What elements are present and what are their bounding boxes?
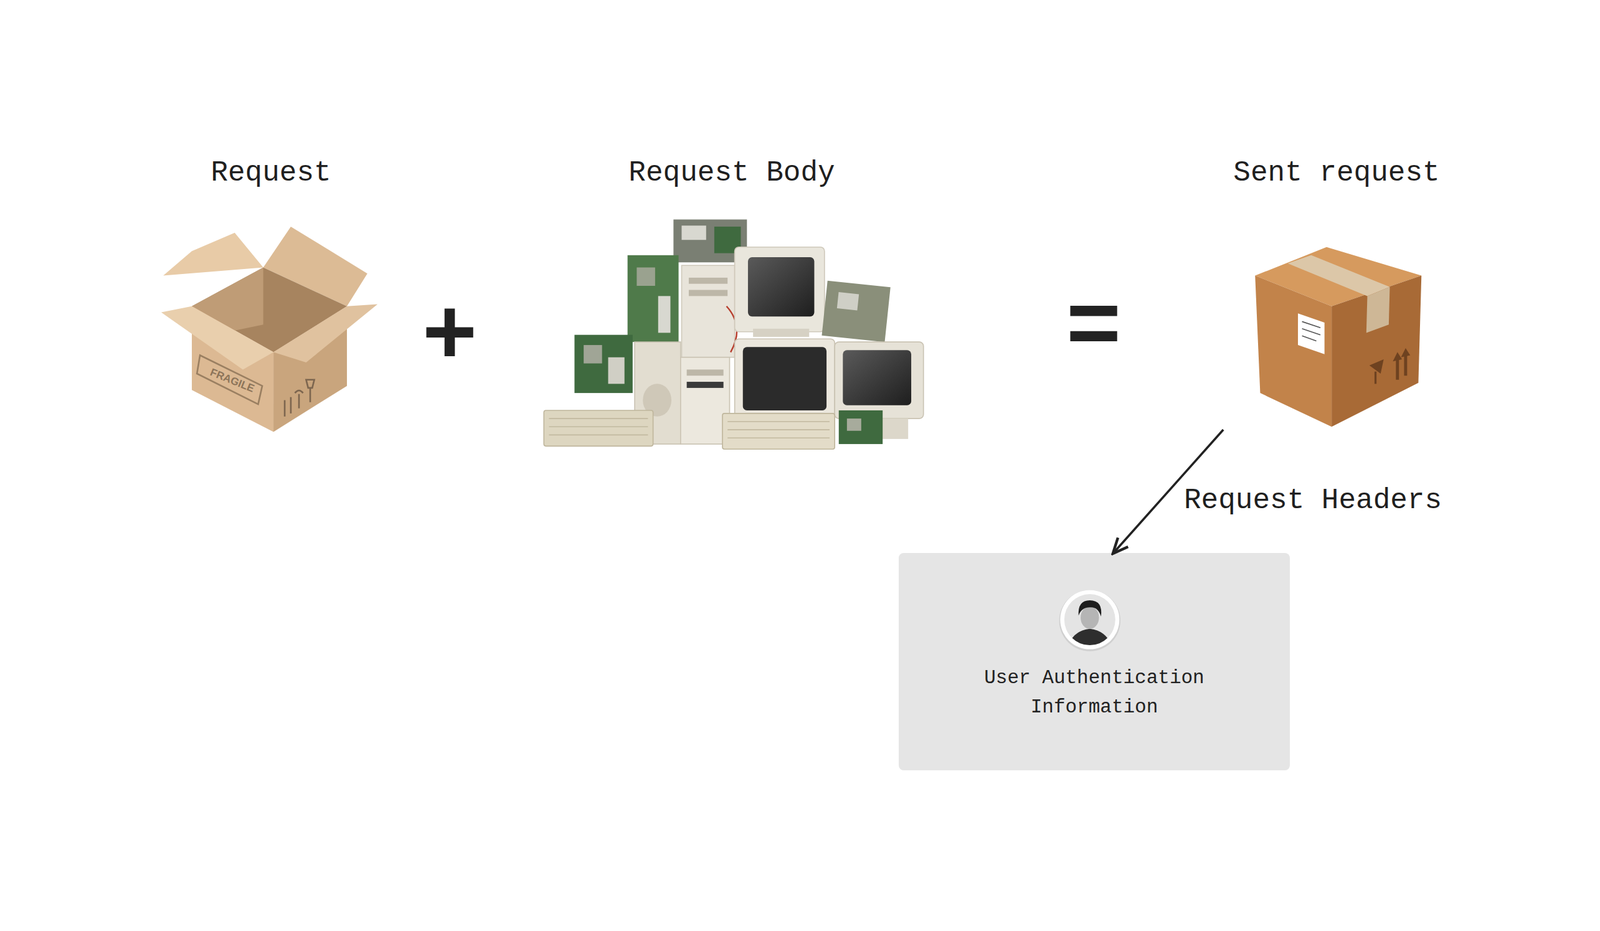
- crt-screen: [842, 350, 912, 406]
- monitor-stand: [752, 328, 810, 337]
- chip: [837, 292, 859, 311]
- drive-bay: [688, 290, 728, 297]
- motherboard: [574, 335, 633, 393]
- chip: [847, 418, 862, 431]
- motherboard: [627, 255, 679, 342]
- node-text: User Authentication Information: [969, 663, 1219, 722]
- keyboard-keys: [727, 421, 830, 438]
- open-box-illustration: [161, 226, 378, 432]
- handling-symbols: [284, 379, 315, 417]
- chip: [583, 345, 602, 364]
- node-text: Request: [210, 155, 331, 191]
- crt-monitor: [734, 338, 836, 419]
- keyboard: [722, 413, 835, 450]
- computer-pile-illustration: [543, 219, 924, 450]
- auth-info-panel: User Authentication Information: [898, 553, 1290, 771]
- edge-label: Request Headers: [1181, 483, 1445, 519]
- packing-tape: [1287, 255, 1391, 297]
- slot: [658, 295, 671, 333]
- avatar-ring: [1060, 589, 1120, 649]
- node-text: Sent request: [1233, 155, 1440, 191]
- equals-operator: =: [1066, 275, 1122, 369]
- package-left-face: [1254, 275, 1332, 428]
- drive-bay: [686, 381, 724, 389]
- chip: [681, 225, 706, 240]
- request-illustration: Request: [155, 155, 387, 436]
- drive-bay: [688, 277, 728, 285]
- crt-monitor: [834, 341, 924, 419]
- motherboard: [838, 410, 883, 445]
- keyboard-keys: [548, 418, 648, 435]
- pc-tower: [681, 265, 735, 358]
- crt-screen: [743, 346, 827, 411]
- handling-symbols: [1369, 348, 1411, 384]
- box-flap: [273, 303, 378, 362]
- drive-bay: [686, 369, 724, 376]
- chip: [607, 357, 625, 385]
- fragile-stamp-text: FRAGILE: [208, 366, 256, 395]
- chip: [636, 267, 655, 286]
- sealed-package-illustration: [1254, 247, 1422, 428]
- fragile-stamp: [196, 355, 263, 405]
- keyboard: [543, 410, 653, 446]
- crt-screen: [747, 257, 815, 317]
- box-flap: [163, 232, 264, 276]
- node-text: Request Body: [628, 155, 835, 191]
- user-avatar: [1059, 589, 1121, 651]
- motherboard: [821, 280, 890, 343]
- plus-operator: +: [422, 284, 478, 379]
- label-lines: [1302, 321, 1321, 341]
- request-body-illustration: Request Body: [538, 155, 925, 455]
- crt-monitor: [734, 247, 825, 332]
- packing-tape: [1366, 287, 1391, 334]
- avatar-shadow: [1059, 589, 1121, 651]
- box-flap: [161, 306, 274, 370]
- shipping-label: [1297, 313, 1325, 355]
- package-right-face: [1331, 275, 1422, 428]
- panel-background: [898, 553, 1290, 771]
- sent-request-illustration: Sent request: [1220, 155, 1452, 430]
